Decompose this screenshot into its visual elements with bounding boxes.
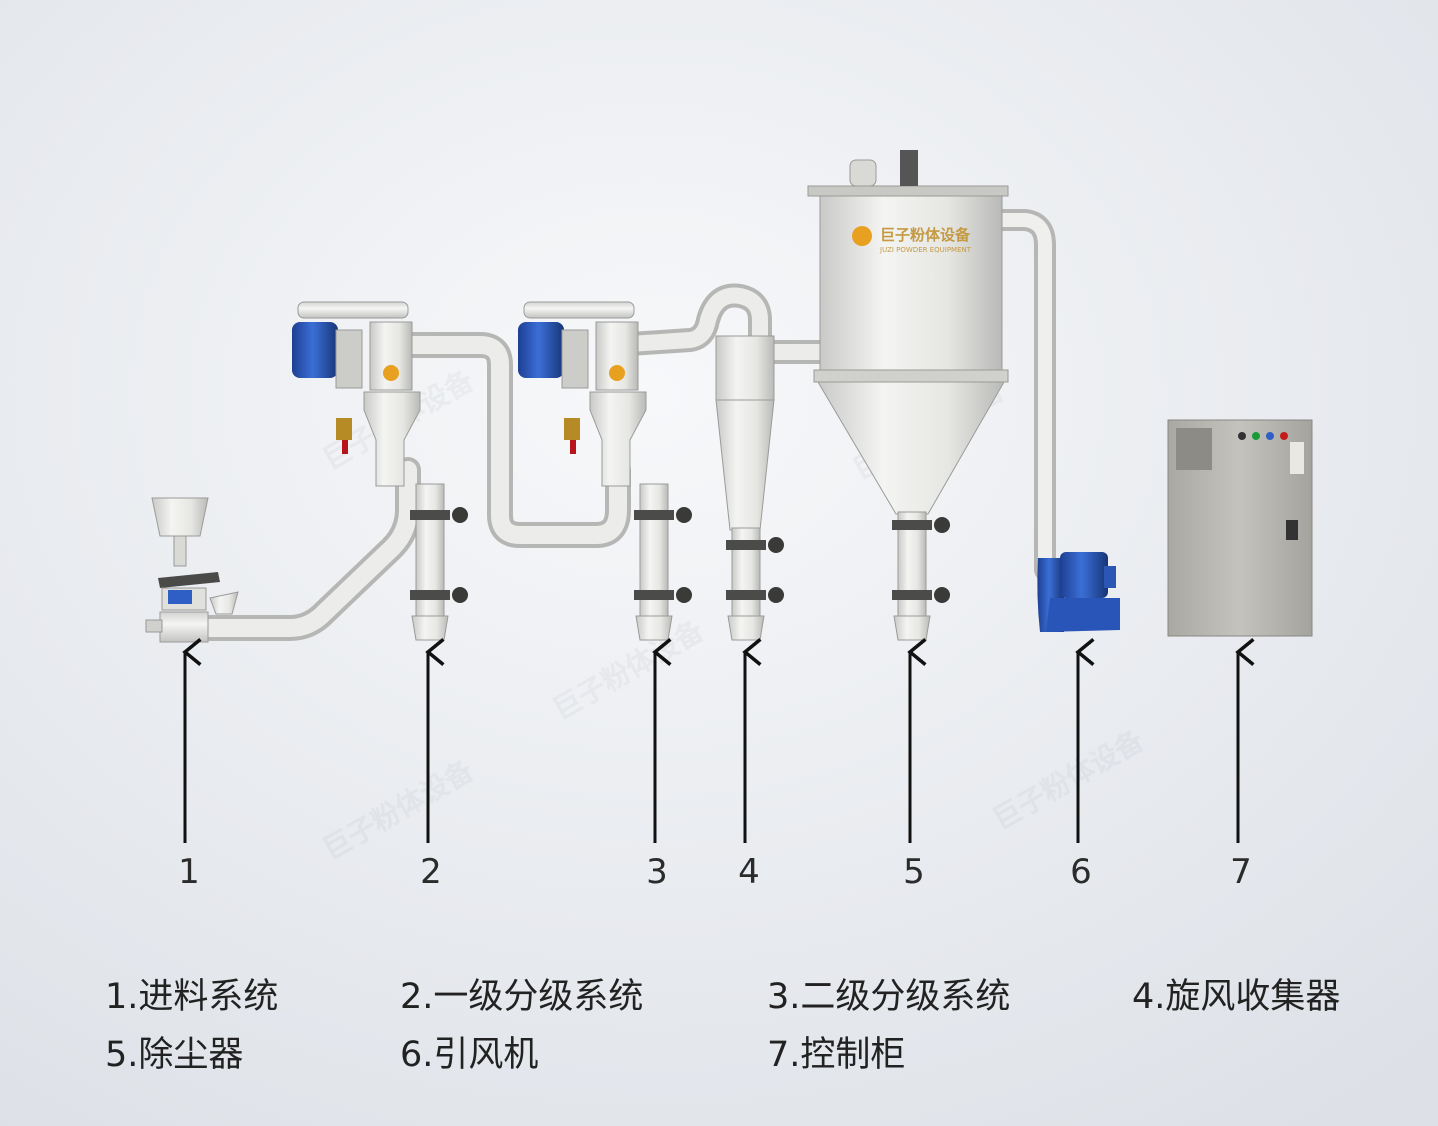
brand-name-en: JUZI POWDER EQUIPMENT (879, 246, 972, 254)
brand-logo-icon (852, 226, 872, 246)
legend-item-primary-classifier: 2.一级分级系统 (400, 977, 644, 1017)
legend-item-cyclone-collector: 4.旋风收集器 (1132, 977, 1341, 1017)
legend-item-secondary-classifier: 3.二级分级系统 (767, 977, 1011, 1017)
marker-2: 2 (420, 852, 442, 892)
legend-item-dust-collector: 5.除尘器 (105, 1035, 244, 1075)
legend-item-control-cabinet: 7.控制柜 (767, 1035, 906, 1075)
marker-1: 1 (178, 852, 200, 892)
marker-4: 4 (738, 852, 760, 892)
marker-5: 5 (903, 852, 925, 892)
feeder-unit (145, 497, 239, 643)
dust-collector: 巨子粉体设备 JUZI POWDER EQUIPMENT (807, 150, 1009, 641)
legend-item-induced-fan: 6.引风机 (400, 1035, 539, 1075)
classifier-2 (518, 301, 692, 641)
marker-6: 6 (1070, 852, 1092, 892)
marker-3: 3 (646, 852, 668, 892)
cyclone-collector (715, 335, 784, 641)
brand-name-cn: 巨子粉体设备 (880, 226, 971, 244)
pointer-arrows (182, 638, 1255, 843)
induced-draft-fan (1037, 552, 1120, 632)
legend-item-feed-system: 1.进料系统 (105, 977, 279, 1017)
control-cabinet (1167, 419, 1313, 637)
marker-7: 7 (1230, 852, 1252, 892)
duct-network (197, 209, 1056, 641)
classifier-1 (292, 301, 468, 641)
